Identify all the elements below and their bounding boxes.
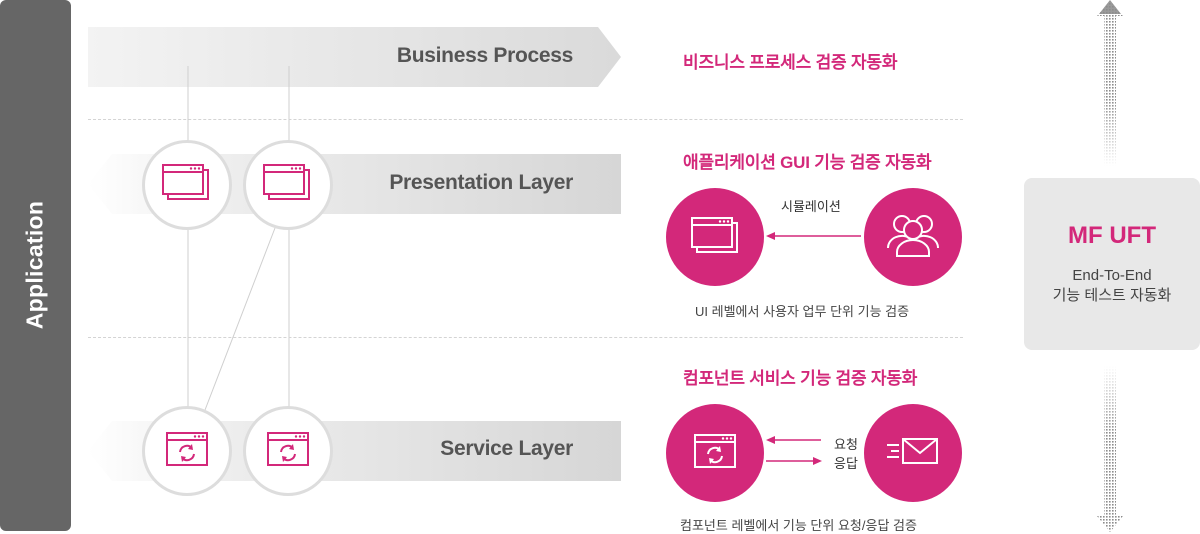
window-stack-icon (261, 161, 315, 210)
section-divider (88, 119, 963, 120)
business-process-label: Business Process (396, 44, 573, 67)
service-node-1 (142, 406, 232, 496)
application-bar (0, 0, 71, 531)
mf-uft-subtitle-1: End-To-End (1072, 267, 1152, 284)
window-refresh-icon (690, 430, 740, 477)
simulation-label: 시뮬레이션 (781, 199, 841, 214)
service-automation-title: 컴포넌트 서비스 기능 검증 자동화 (683, 369, 918, 388)
window-refresh-icon (163, 429, 211, 474)
gui-caption: UI 레벨에서 사용자 업무 단위 기능 검증 (695, 304, 910, 319)
presentation-layer-label: Presentation Layer (389, 171, 573, 194)
business-automation-title: 비즈니스 프로세스 검증 자동화 (683, 53, 898, 72)
mail-send-icon (883, 431, 943, 476)
service-app-node (666, 404, 764, 502)
users-icon (883, 210, 943, 265)
service-layer-label: Service Layer (440, 437, 573, 460)
response-label: 응답 (834, 456, 858, 471)
vertical-dotted-arrow (1097, 1, 1123, 532)
presentation-node-1 (142, 140, 232, 230)
gui-app-node (666, 188, 764, 286)
users-node (864, 188, 962, 286)
mf-uft-box (1024, 178, 1200, 350)
window-stack-icon (160, 161, 214, 210)
mail-node (864, 404, 962, 502)
window-refresh-icon (264, 429, 312, 474)
business-band (88, 27, 621, 87)
connector-line (204, 227, 276, 411)
mf-uft-title: MF UFT (1068, 222, 1156, 249)
simulation-arrow (766, 232, 861, 240)
service-caption: 컴포넌트 레벨에서 기능 단위 요청/응답 검증 (680, 518, 917, 533)
request-response-arrows (766, 436, 822, 465)
gui-automation-title: 애플리케이션 GUI 기능 검증 자동화 (683, 153, 932, 172)
request-label: 요청 (834, 437, 858, 452)
window-stack-icon (687, 213, 743, 262)
mf-uft-subtitle-2: 기능 테스트 자동화 (1052, 287, 1172, 304)
service-node-2 (243, 406, 333, 496)
section-divider (88, 337, 963, 338)
presentation-node-2 (243, 140, 333, 230)
